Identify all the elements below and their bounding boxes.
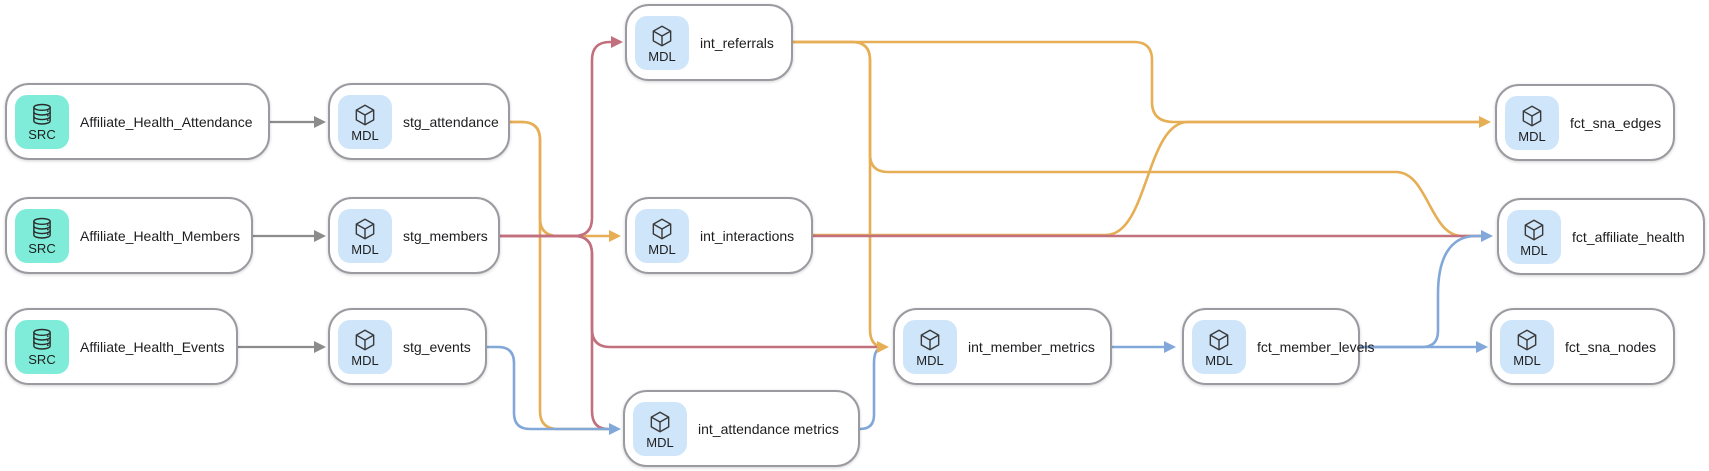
mdl-badge: MDL bbox=[1505, 95, 1559, 150]
node-label: int_referrals bbox=[700, 34, 774, 51]
node-affiliate-health-members[interactable]: SRC Affiliate_Health_Members bbox=[5, 197, 253, 274]
cube-icon bbox=[652, 218, 672, 239]
node-int-attendance-metrics[interactable]: MDL int_attendance metrics bbox=[623, 390, 860, 467]
node-label: stg_members bbox=[403, 227, 488, 244]
src-badge: SRC bbox=[15, 94, 69, 149]
src-badge: SRC bbox=[15, 208, 69, 263]
cube-icon bbox=[355, 104, 375, 125]
cube-icon bbox=[355, 329, 375, 350]
edge-stg-members-int-attendance-metrics bbox=[498, 234, 610, 431]
src-badge: SRC bbox=[15, 319, 69, 374]
cube-icon bbox=[920, 329, 940, 350]
badge-label: MDL bbox=[1518, 128, 1546, 144]
cube-icon bbox=[1517, 329, 1537, 350]
node-int-member-metrics[interactable]: MDL int_member_metrics bbox=[893, 308, 1112, 385]
node-stg-events[interactable]: MDL stg_events bbox=[328, 308, 487, 385]
node-label: stg_attendance bbox=[403, 113, 499, 130]
cube-icon bbox=[1522, 105, 1542, 126]
node-label: Affiliate_Health_Members bbox=[80, 227, 241, 244]
node-int-referrals[interactable]: MDL int_referrals bbox=[625, 4, 793, 81]
node-label: fct_affiliate_health bbox=[1572, 228, 1685, 245]
badge-label: MDL bbox=[1205, 352, 1233, 368]
badge-label: MDL bbox=[1520, 242, 1548, 258]
mdl-badge: MDL bbox=[338, 94, 392, 149]
node-fct-member-levels[interactable]: MDL fct_member_levels bbox=[1182, 308, 1375, 385]
node-label: Affiliate_Health_Attendance bbox=[80, 113, 253, 130]
node-label: stg_events bbox=[403, 338, 471, 355]
node-int-interactions[interactable]: MDL int_interactions bbox=[625, 197, 813, 274]
badge-label: SRC bbox=[28, 126, 56, 142]
arrowhead-int-member-metrics bbox=[877, 341, 889, 353]
arrowhead-int-referrals bbox=[611, 36, 623, 48]
arrowhead-fct-sna-edges bbox=[1479, 116, 1491, 128]
edge-fct-member-levels-fct-affiliate-health bbox=[1358, 234, 1485, 349]
node-label: fct_sna_nodes bbox=[1565, 338, 1657, 355]
edge-stg-attendance-int-interactions bbox=[508, 120, 613, 238]
badge-label: MDL bbox=[1513, 352, 1541, 368]
badge-label: MDL bbox=[351, 241, 379, 257]
mdl-badge: MDL bbox=[1192, 319, 1246, 374]
node-label: Affiliate_Health_Events bbox=[80, 338, 225, 355]
cube-icon bbox=[355, 218, 375, 239]
arrowhead-stg-events bbox=[314, 341, 326, 353]
node-label: int_interactions bbox=[700, 227, 795, 244]
mdl-badge: MDL bbox=[903, 319, 957, 374]
edge-int-referrals-int-member-metrics bbox=[791, 40, 886, 349]
database-icon bbox=[33, 103, 51, 125]
cube-icon bbox=[652, 25, 672, 46]
node-fct-sna-edges[interactable]: MDL fct_sna_edges bbox=[1495, 84, 1675, 161]
arrowhead-fct-member-levels bbox=[1164, 341, 1176, 353]
badge-label: MDL bbox=[646, 434, 674, 450]
cube-icon bbox=[650, 411, 670, 432]
edge-int-referrals-fct-sna-edges bbox=[791, 40, 1483, 124]
mdl-badge: MDL bbox=[1507, 209, 1561, 264]
edge-stg-members-int-referrals bbox=[498, 40, 615, 238]
badge-label: MDL bbox=[351, 352, 379, 368]
node-label: int_attendance metrics bbox=[698, 420, 839, 437]
mdl-badge: MDL bbox=[338, 319, 392, 374]
badge-label: MDL bbox=[351, 127, 379, 143]
node-stg-attendance[interactable]: MDL stg_attendance bbox=[328, 83, 510, 160]
arrowhead-int-interactions bbox=[609, 230, 621, 242]
mdl-badge: MDL bbox=[635, 15, 689, 70]
cube-icon bbox=[1524, 219, 1544, 240]
arrowhead-stg-attendance bbox=[314, 116, 326, 128]
edge-stg-events-int-attendance-metrics bbox=[485, 345, 611, 431]
node-affiliate-health-attendance[interactable]: SRC Affiliate_Health_Attendance bbox=[5, 83, 270, 160]
badge-label: MDL bbox=[916, 352, 944, 368]
badge-label: SRC bbox=[28, 240, 56, 256]
badge-label: MDL bbox=[648, 241, 676, 257]
cube-icon bbox=[1209, 329, 1229, 350]
edge-int-attendance-metrics-int-member-metrics bbox=[858, 345, 886, 431]
database-icon bbox=[33, 217, 51, 239]
node-label: fct_sna_edges bbox=[1570, 114, 1662, 131]
arrowhead-fct-affiliate-health bbox=[1481, 230, 1493, 242]
mdl-badge: MDL bbox=[633, 401, 687, 456]
edge-int-interactions-fct-sna-edges bbox=[811, 120, 1483, 237]
node-fct-affiliate-health[interactable]: MDL fct_affiliate_health bbox=[1497, 198, 1705, 275]
mdl-badge: MDL bbox=[1500, 319, 1554, 374]
mdl-badge: MDL bbox=[338, 208, 392, 263]
node-label: int_member_metrics bbox=[968, 338, 1095, 355]
node-stg-members[interactable]: MDL stg_members bbox=[328, 197, 500, 274]
node-affiliate-health-events[interactable]: SRC Affiliate_Health_Events bbox=[5, 308, 238, 385]
badge-label: SRC bbox=[28, 351, 56, 367]
arrowhead-stg-members bbox=[314, 230, 326, 242]
arrowhead-int-attendance-metrics bbox=[609, 423, 621, 435]
badge-label: MDL bbox=[648, 48, 676, 64]
node-fct-sna-nodes[interactable]: MDL fct_sna_nodes bbox=[1490, 308, 1675, 385]
mdl-badge: MDL bbox=[635, 208, 689, 263]
node-label: fct_member_levels bbox=[1257, 338, 1375, 355]
arrowhead-fct-sna-nodes bbox=[1476, 341, 1488, 353]
database-icon bbox=[33, 328, 51, 350]
